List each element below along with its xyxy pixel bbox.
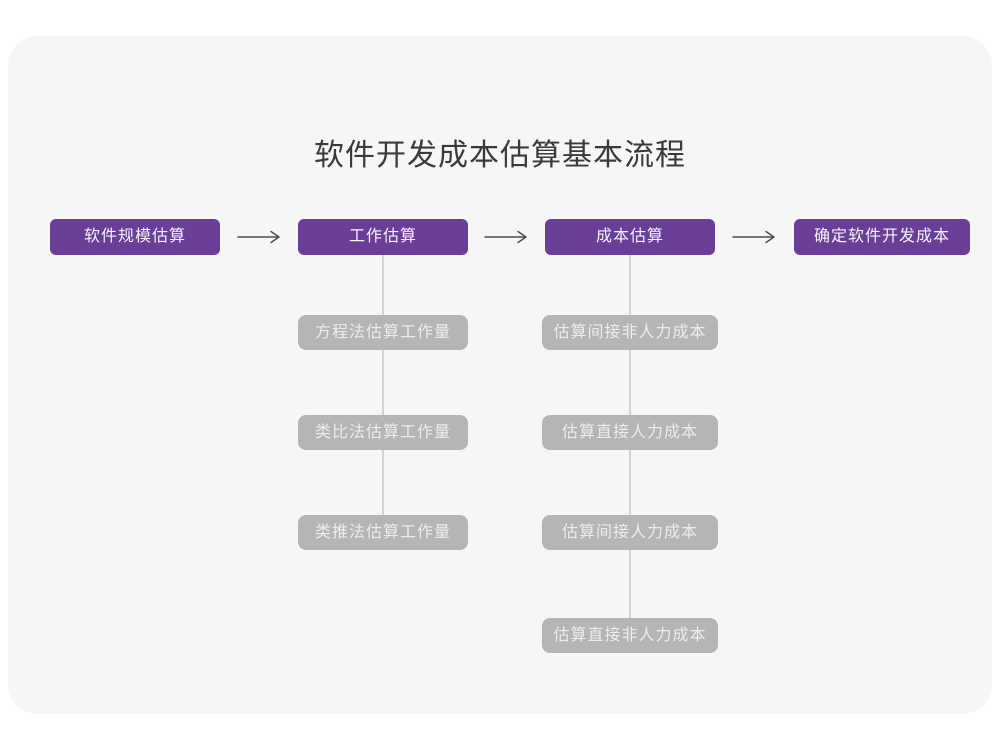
sub-node-equation-method-effort: 方程法估算工作量	[298, 315, 468, 350]
connector-work-estimation	[382, 255, 384, 517]
flow-arrow-icon	[237, 230, 280, 244]
stage-node-confirm-development-cost: 确定软件开发成本	[794, 219, 970, 255]
stage-node-cost-estimation: 成本估算	[545, 219, 715, 255]
sub-node-indirect-nonlabor-cost: 估算间接非人力成本	[542, 315, 718, 350]
sub-node-analogy-method-effort: 类比法估算工作量	[298, 415, 468, 450]
diagram-title: 软件开发成本估算基本流程	[314, 139, 686, 172]
sub-node-direct-labor-cost: 估算直接人力成本	[542, 415, 718, 450]
flow-arrow-icon	[484, 230, 527, 244]
sub-node-direct-nonlabor-cost: 估算直接非人力成本	[542, 618, 718, 653]
sub-node-extrapolation-method-effort: 类推法估算工作量	[298, 515, 468, 550]
stage-node-work-estimation: 工作估算	[298, 219, 468, 255]
stage-node-software-size-estimation: 软件规模估算	[50, 219, 220, 255]
diagram-canvas: 软件开发成本估算基本流程 软件规模估算 工作估算 成本估算 确定软件开发成本 方…	[8, 36, 992, 714]
flow-arrow-icon	[732, 230, 775, 244]
sub-node-indirect-labor-cost: 估算间接人力成本	[542, 515, 718, 550]
